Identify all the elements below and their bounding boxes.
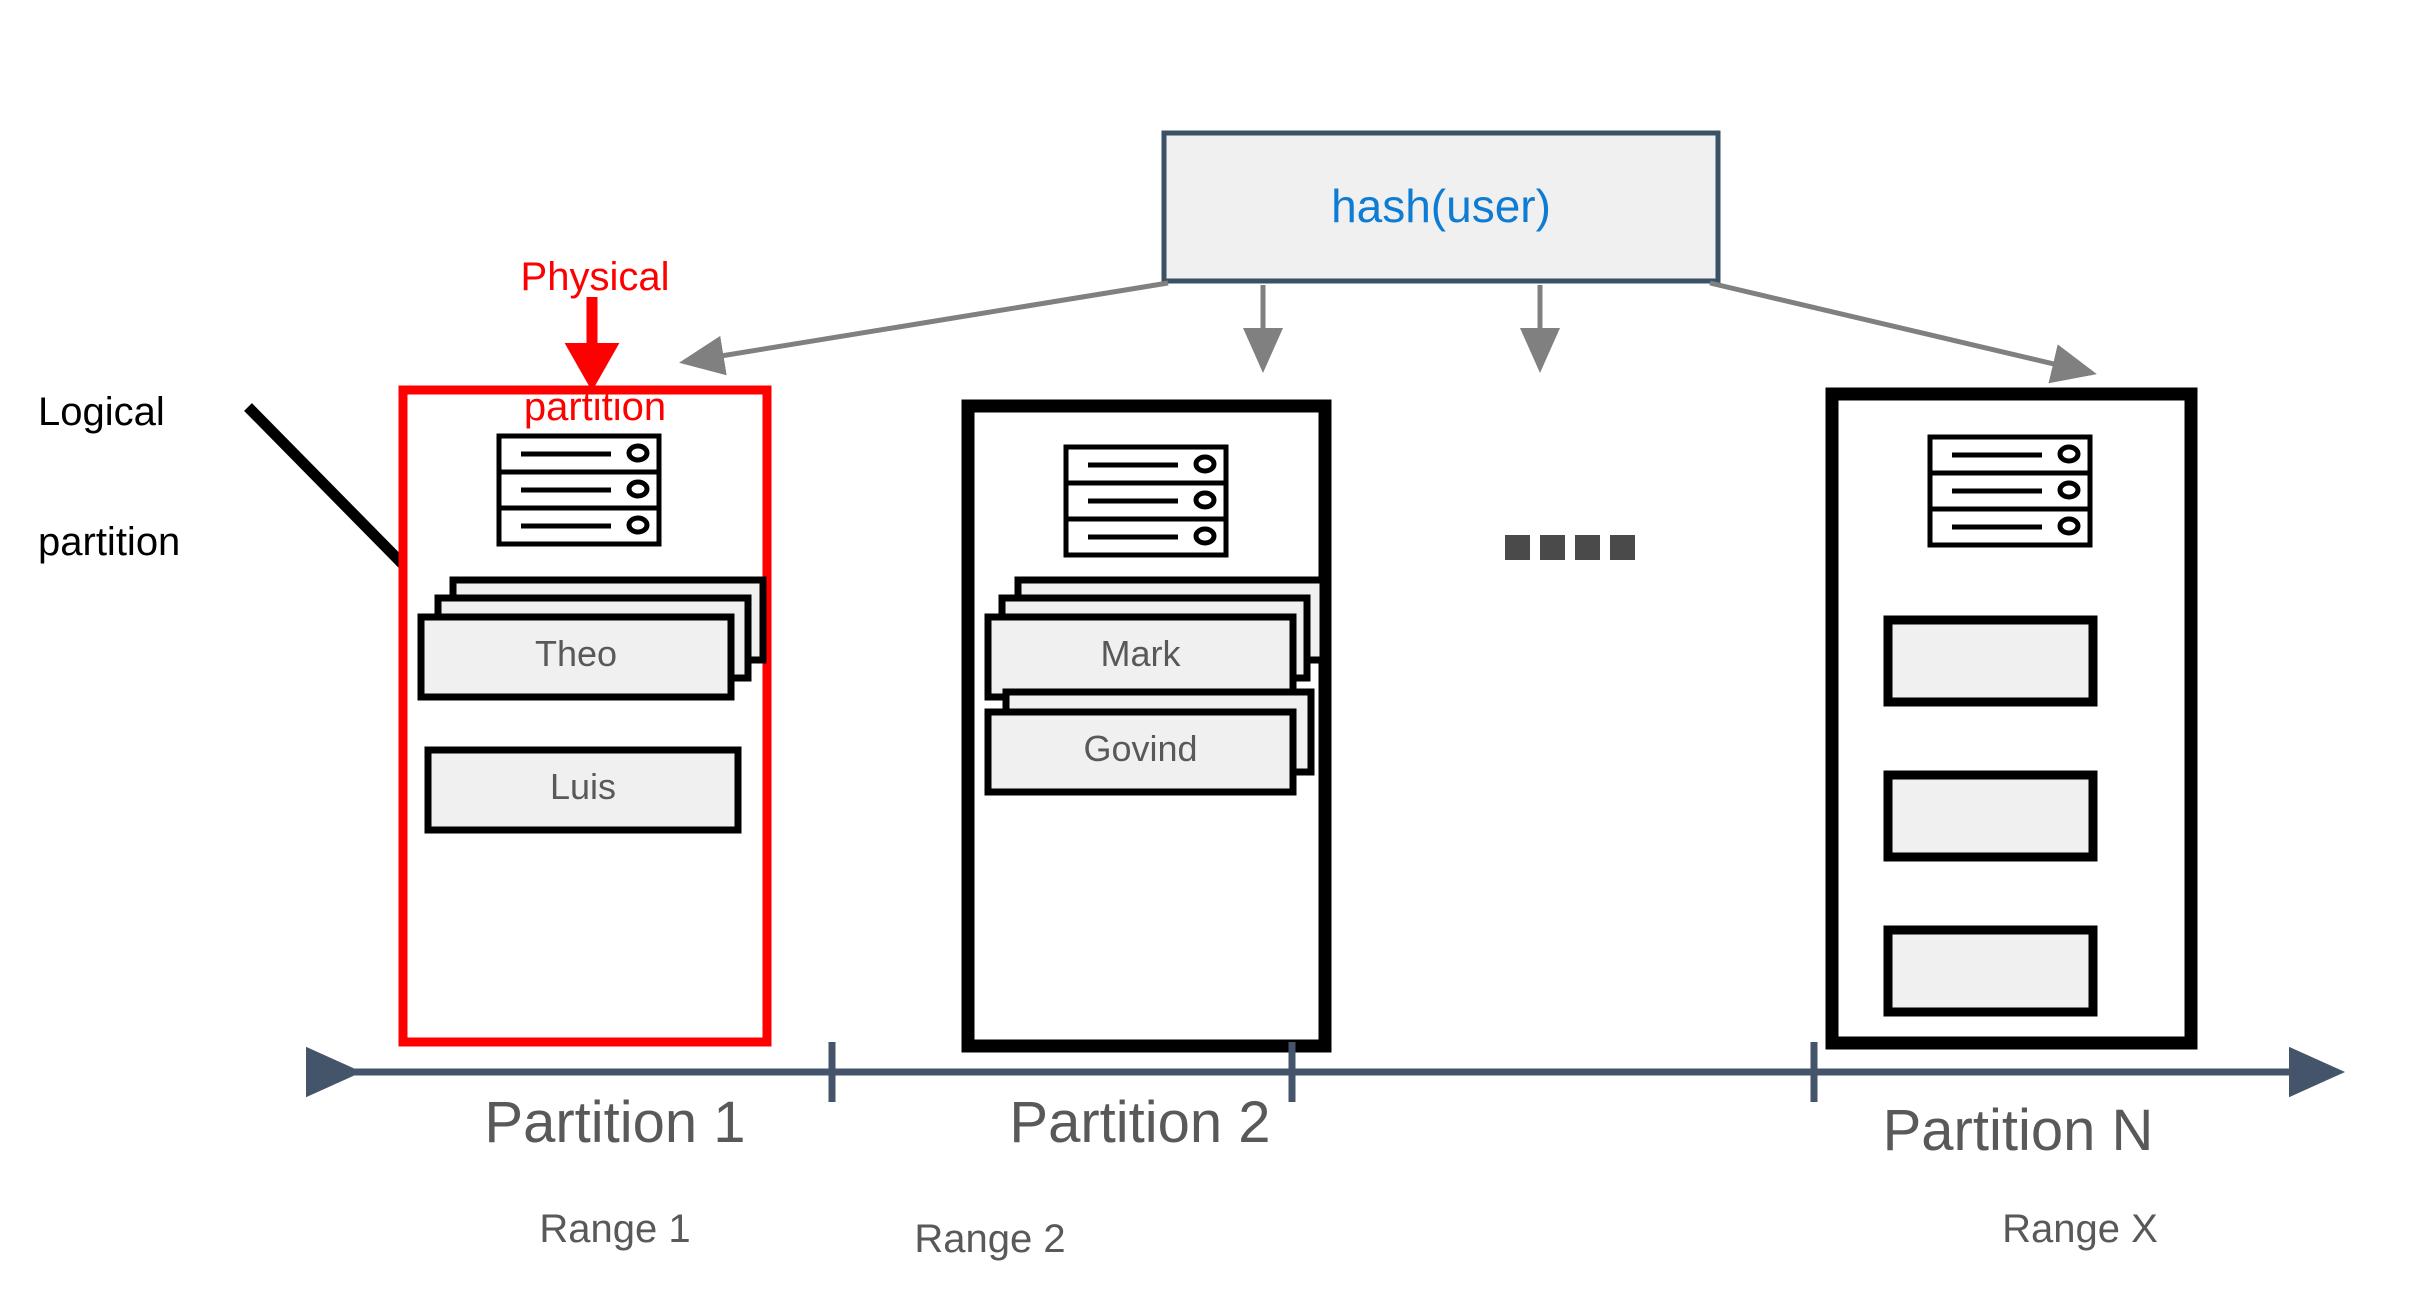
ellipsis-dots [1505,535,1635,560]
server-rack-icon [496,433,662,547]
axis-label-partition-n: Partition N [1882,1098,2154,1163]
card-label-govind: Govind [1083,728,1198,769]
card-label-theo: Theo [534,633,618,674]
document-card-empty-3[interactable] [1883,925,2098,1017]
logical-partition-label-line2: partition [38,519,181,564]
document-card-luis[interactable] [424,746,742,834]
logical-partition-label: Logical partition [38,305,298,651]
hash-user-box [1161,130,1721,284]
hash-arrow-to-partition-1 [679,280,1169,376]
card-label-luis: Luis [549,766,617,807]
document-card-empty-2[interactable] [1883,770,2098,862]
logical-partition-label-line1: Logical [38,390,165,435]
document-stack-mark[interactable] [984,576,1327,701]
hash-arrow-to-partition-n [1709,280,2097,384]
card-label-mark: Mark [1100,633,1181,674]
range-label-2: Range 2 [914,1217,1066,1261]
physical-partition-label: Physical partition [480,170,710,516]
axis-label-partition-2: Partition 2 [1009,1090,1271,1155]
hash-user-label: hash(user) [1331,180,1551,232]
document-card-empty-1[interactable] [1883,615,2098,707]
range-label-x: Range X [2002,1207,2158,1251]
physical-partition-label-line1: Physical [520,255,670,300]
document-stack-theo[interactable] [417,576,767,701]
server-rack-icon [1063,444,1229,558]
axis-label-partition-1: Partition 1 [484,1090,746,1155]
physical-partition-label-line2: partition [523,384,667,429]
range-label-1: Range 1 [539,1207,691,1251]
document-stack-govind[interactable] [984,688,1315,796]
server-rack-icon [1927,434,2093,548]
